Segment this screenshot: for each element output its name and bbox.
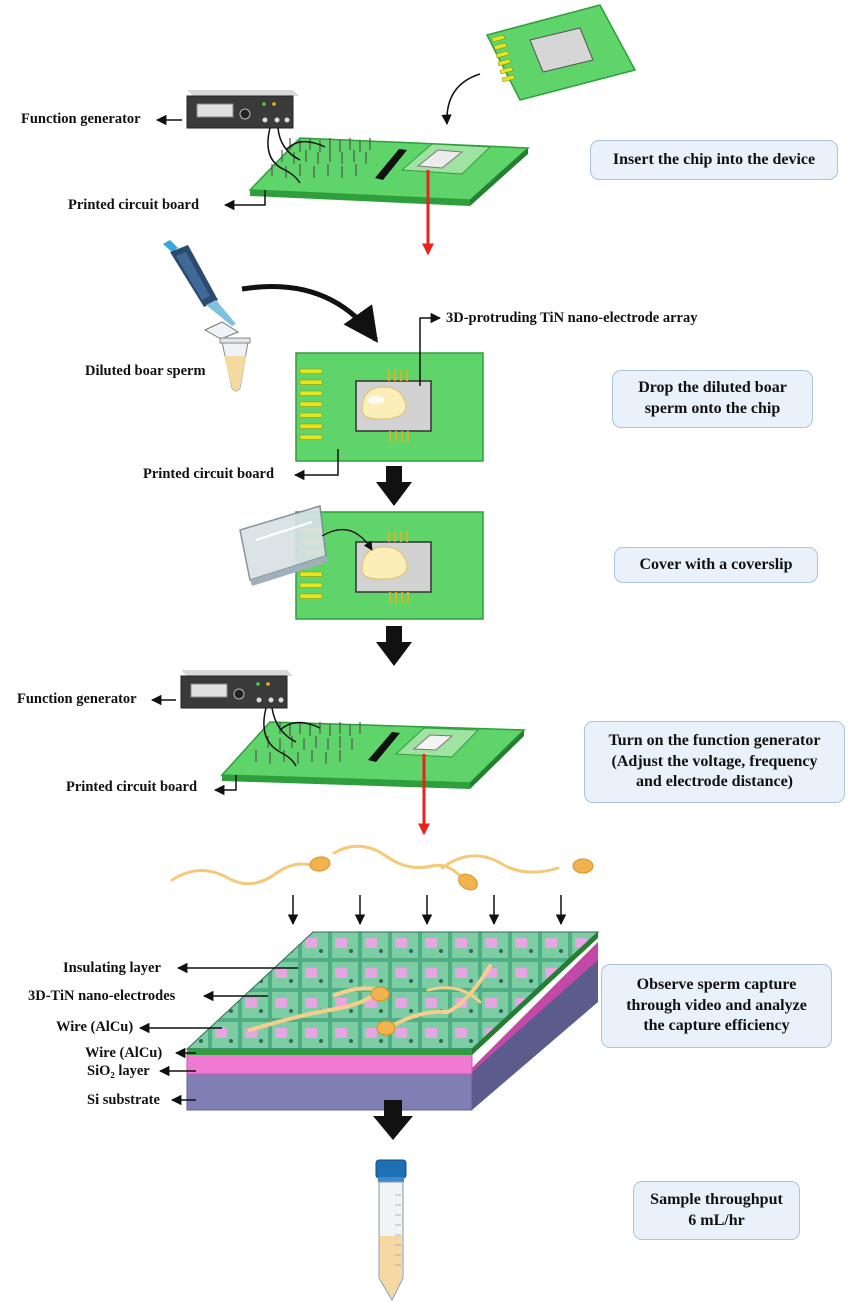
label-function-generator-top: Function generator [21,111,141,127]
step-sample-throughput: Sample throughput 6 mL/hr [633,1181,800,1240]
step-observe-capture: Observe sperm capture through video and … [601,964,832,1048]
down-arrow-3 [373,1100,413,1140]
pcb-with-drop [295,352,484,462]
drop-curve-arrow [241,284,379,343]
pcb-device-bottom [220,707,526,789]
label-pcb-top: Printed circuit board [68,197,200,213]
down-arrow-2 [376,626,412,666]
electrode-chip-layers [185,931,600,1111]
label-wire-1: Wire (AlCu) [56,1019,134,1035]
microtube-icon [203,321,251,392]
swimming-sperm [170,844,560,886]
down-arrow-1 [376,466,412,506]
label-nano-array: 3D-protruding TiN nano-electrode array [446,310,698,326]
label-insulating-layer: Insulating layer [63,960,161,976]
label-wire-2: Wire (AlCu) [85,1045,163,1061]
pcb-device-top [248,127,530,206]
step-cover-coverslip: Cover with a coverslip [614,547,818,583]
label-tin-electrodes: 3D-TiN nano-electrodes [28,988,176,1004]
pcb-with-coverslip [295,511,484,620]
chip-top-right [485,4,637,101]
centrifuge-tube-icon [375,1159,407,1302]
label-si-substrate: Si substrate [87,1092,160,1108]
insert-curve-arrow [441,73,481,126]
label-function-generator-bottom: Function generator [17,691,137,707]
coverslip-icon [239,505,328,586]
step-insert-chip: Insert the chip into the device [590,140,838,180]
step-drop-sperm: Drop the diluted boar sperm onto the chi… [612,370,813,428]
label-pcb-mid: Printed circuit board [143,466,275,482]
label-diluted-sperm: Diluted boar sperm [85,363,206,379]
function-generator-icon [186,90,299,129]
label-pcb-bottom: Printed circuit board [66,779,198,795]
function-generator-icon [180,670,293,709]
step-turn-on-generator: Turn on the function generator (Adjust t… [584,721,845,803]
pipette-icon [163,240,236,326]
label-sio2-layer: SiO₂ layer [87,1063,150,1079]
